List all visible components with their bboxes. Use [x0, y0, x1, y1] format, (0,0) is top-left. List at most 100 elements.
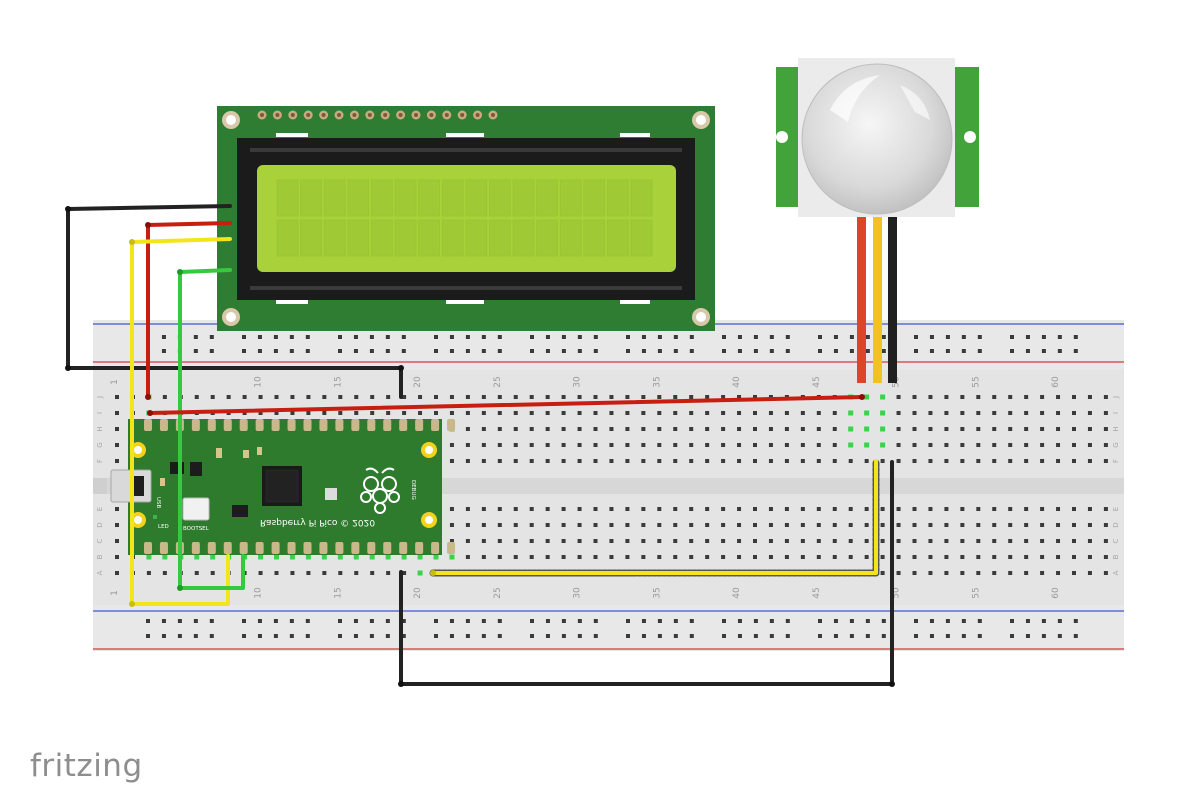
breadboard-hole [530, 619, 534, 623]
breadboard-hole [689, 395, 694, 399]
pir-lead-out [873, 217, 882, 383]
breadboard-hole [848, 539, 853, 543]
breadboard-hole [193, 349, 198, 353]
breadboard-hole [529, 523, 534, 527]
breadboard-hole [641, 395, 646, 399]
breadboard-hole [705, 539, 710, 543]
breadboard-hole [1040, 395, 1045, 399]
breadboard-hole [258, 571, 263, 575]
breadboard-hole [818, 335, 822, 339]
breadboard-hole [832, 523, 837, 527]
breadboard-hole [434, 349, 438, 353]
breadboard-hole [945, 619, 950, 623]
breadboard-hole [912, 459, 917, 463]
pico-pin-pad [415, 419, 424, 431]
breadboard-hole [306, 395, 311, 399]
wire-red-pir-vcc[interactable] [148, 395, 864, 415]
breadboard-hole [992, 427, 997, 431]
breadboard-hole [273, 634, 278, 638]
wire-yellow-pir-out[interactable] [431, 459, 878, 575]
breadboard-hole [1008, 411, 1013, 415]
row-label: E [1112, 507, 1120, 511]
breadboard-hole [418, 411, 423, 415]
breadboard-hole [976, 523, 981, 527]
breadboard-hole [465, 555, 470, 559]
connected-hole [880, 426, 886, 432]
breadboard-hole [641, 427, 646, 431]
connected-hole [848, 410, 854, 416]
breadboard-hole [768, 459, 773, 463]
lcd-16x2-module[interactable] [217, 106, 715, 331]
breadboard-hole [561, 634, 566, 638]
breadboard-hole [338, 335, 342, 339]
breadboard-hole [753, 459, 757, 463]
breadboard-hole [689, 555, 694, 559]
breadboard-hole [800, 539, 805, 543]
breadboard-hole [209, 335, 214, 339]
breadboard-hole [561, 443, 566, 447]
breadboard-hole [1103, 523, 1108, 527]
pico-bootsel-label: BOOTSEL [183, 526, 210, 532]
breadboard-hole [561, 507, 566, 511]
pir-motion-sensor[interactable] [776, 58, 979, 383]
breadboard-hole [545, 523, 550, 527]
breadboard-hole [816, 523, 821, 527]
breadboard-hole [626, 634, 630, 638]
breadboard-hole [481, 523, 486, 527]
breadboard-hole [561, 427, 566, 431]
raspberry-pi-pico[interactable]: Raspberry Pi Pico © 2020 BOOTSEL LED USB… [110, 419, 456, 555]
breadboard-hole [402, 395, 407, 399]
row-label: D [96, 522, 104, 527]
pir-mount-hole-right [964, 131, 976, 143]
breadboard-hole [737, 523, 742, 527]
breadboard-hole [1024, 523, 1029, 527]
breadboard-hole [848, 459, 853, 463]
breadboard-hole [545, 634, 550, 638]
breadboard-hole [354, 395, 359, 399]
pico-pin-pad [447, 419, 456, 431]
breadboard-hole [912, 443, 917, 447]
breadboard-hole [1056, 443, 1061, 447]
breadboard-hole [593, 619, 598, 623]
column-number: 45 [812, 376, 822, 387]
breadboard-hole [1103, 555, 1108, 559]
breadboard-hole [369, 335, 374, 339]
pico-pin-pad [255, 542, 264, 554]
breadboard-hole [115, 555, 119, 559]
breadboard-hole [929, 349, 934, 353]
breadboard-hole [513, 507, 518, 511]
breadboard-hole [1087, 571, 1092, 575]
connected-hole [433, 554, 439, 560]
lcd-char-cell [536, 179, 558, 217]
breadboard-hole [609, 523, 614, 527]
column-number: 40 [732, 376, 742, 388]
breadboard-hole [865, 619, 870, 623]
connected-hole [194, 554, 200, 560]
lcd-char-cell [323, 179, 346, 217]
breadboard-hole [944, 443, 949, 447]
breadboard-hole [673, 411, 678, 415]
pico-pin-pad [144, 542, 152, 554]
wire-black-pir-gnd[interactable] [399, 460, 894, 686]
breadboard-hole [465, 395, 470, 399]
breadboard-hole [1008, 571, 1013, 575]
breadboard-hole [338, 395, 343, 399]
pico-pin-pad [383, 419, 392, 431]
breadboard-hole [1040, 427, 1045, 431]
breadboard-hole [657, 459, 662, 463]
breadboard-hole [912, 555, 917, 559]
breadboard-hole [115, 459, 119, 463]
breadboard-hole [449, 619, 454, 623]
breadboard-hole [1010, 619, 1014, 623]
breadboard-hole [928, 443, 933, 447]
breadboard-hole [497, 395, 502, 399]
breadboard-hole [465, 619, 470, 623]
breadboard-hole [561, 539, 566, 543]
breadboard-hole [1056, 411, 1061, 415]
pico-bootsel-button[interactable] [182, 497, 210, 521]
breadboard-hole [945, 349, 950, 353]
pico-pin-pad [223, 419, 232, 431]
breadboard-hole [784, 443, 789, 447]
breadboard-hole [784, 507, 789, 511]
breadboard-hole [832, 459, 837, 463]
